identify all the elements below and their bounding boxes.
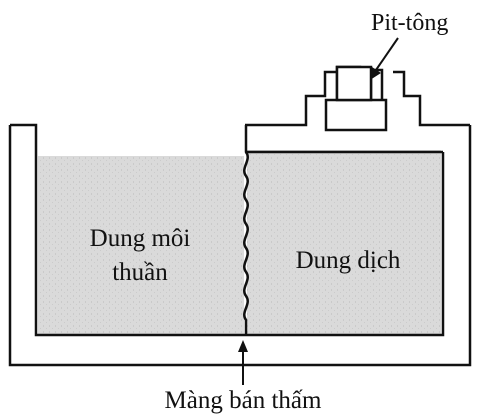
solvent-label-line1: Dung môi <box>90 225 191 252</box>
piston-head <box>324 98 388 132</box>
lid-outer-line <box>245 70 470 127</box>
solvent-label-line2: thuần <box>112 259 168 286</box>
piston-arrow-head <box>370 67 381 80</box>
tank-outer-wall <box>8 125 472 367</box>
tank-inner-wall <box>10 123 445 337</box>
piston-stem <box>335 65 373 102</box>
piston-arrow-line <box>375 37 399 71</box>
solvent-liquid <box>38 156 244 334</box>
piston-label: Pit-tông <box>371 10 448 36</box>
solution-label: Dung dịch <box>296 247 401 274</box>
solution-liquid <box>247 150 441 335</box>
membrane-label: Màng bán thấm <box>165 387 322 414</box>
semipermeable-membrane <box>243 125 249 335</box>
membrane-arrow-head <box>238 340 248 352</box>
